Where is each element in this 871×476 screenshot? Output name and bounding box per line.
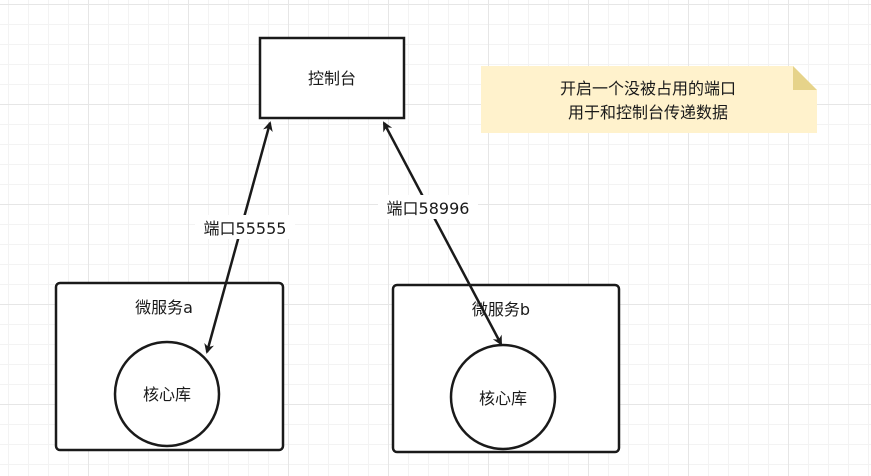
core-library-b-label: 核心库 [479, 389, 527, 408]
microservice-a-label: 微服务a [135, 298, 193, 317]
note-shape[interactable]: 开启一个没被占用的端口 用于和控制台传递数据 [481, 66, 817, 133]
connector-a-label-bg [195, 215, 295, 239]
note-body [481, 66, 817, 133]
microservice-b[interactable]: 微服务b 核心库 [391, 283, 621, 454]
connector-a-label: 端口55555 [204, 219, 287, 238]
microservice-b-label: 微服务b [472, 300, 530, 319]
note-line-2: 用于和控制台传递数据 [568, 103, 728, 122]
note-line-1: 开启一个没被占用的端口 [560, 79, 736, 98]
core-library-a-label: 核心库 [143, 385, 191, 404]
console-node[interactable]: 控制台 [258, 36, 406, 120]
connector-a[interactable]: 端口55555 [195, 121, 295, 354]
microservice-a[interactable]: 微服务a 核心库 [54, 281, 285, 452]
connector-b-label-bg [378, 195, 478, 219]
console-label: 控制台 [308, 69, 356, 88]
core-library-b-circle[interactable] [449, 343, 557, 451]
core-library-a-circle[interactable] [113, 340, 221, 448]
connector-b-line [382, 121, 503, 346]
note-fold-icon [793, 66, 817, 90]
connector-b-label: 端口58996 [387, 199, 470, 218]
console-box [258, 36, 406, 120]
connector-b[interactable]: 端口58996 [378, 121, 503, 346]
